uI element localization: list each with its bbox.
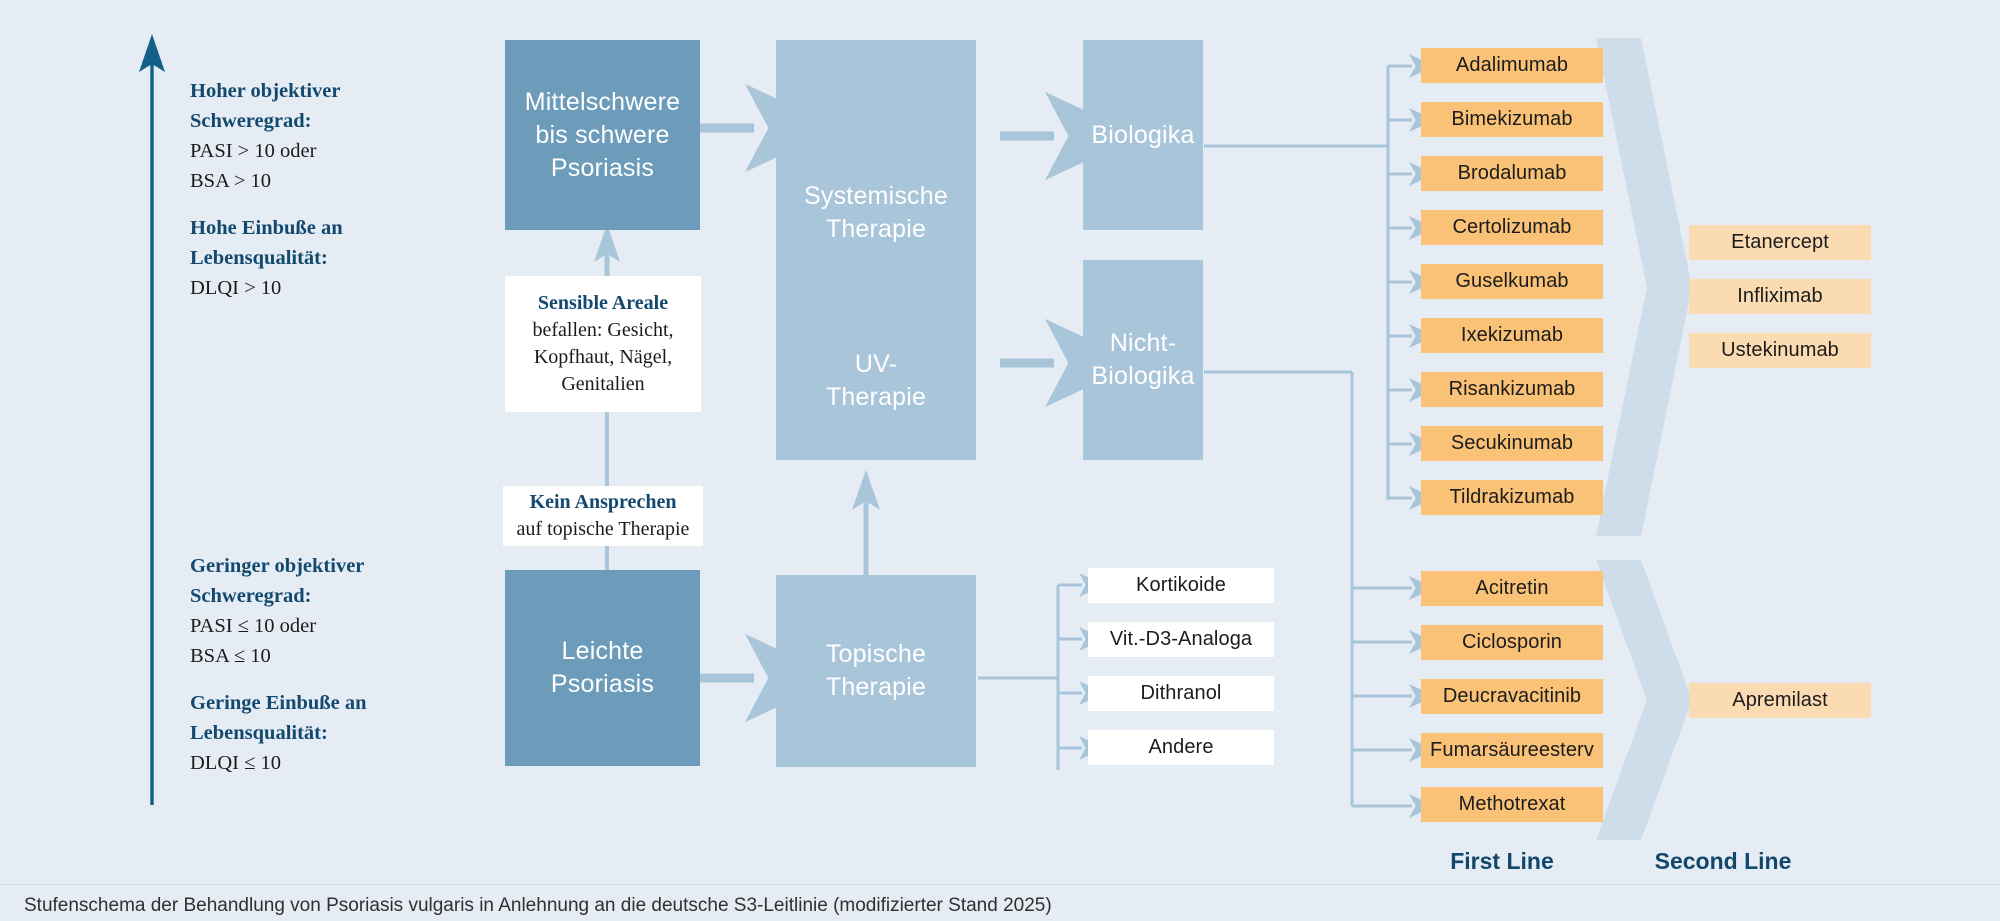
chip-biologic-first-line[interactable]: Bimekizumab (1421, 102, 1603, 137)
bigarrow-biologics-to-second-line (1596, 38, 1692, 536)
footer-divider (0, 884, 2000, 885)
sensitive-areas-line1: befallen: Gesicht, (532, 318, 674, 341)
severity-axis-arrow (139, 34, 165, 805)
fanout-topical (978, 573, 1105, 770)
note-sensitive-areas: Sensible Areale befallen: Gesicht, Kopfh… (505, 276, 701, 412)
chip-nonbiologic-first-line[interactable]: Ciclosporin (1421, 625, 1603, 660)
note-no-response: Kein Ansprechen auf topische Therapie (503, 486, 703, 546)
chip-nonbiologic-first-line[interactable]: Acitretin (1421, 571, 1603, 606)
nonbiologics-line1: Nicht- (1109, 329, 1177, 357)
stage-box-mild-psoriasis[interactable]: Leichte Psoriasis (505, 570, 700, 766)
chip-biologic-first-line[interactable]: Ixekizumab (1421, 318, 1603, 353)
axis-low-dlqi: DLQI ≤ 10 (190, 751, 281, 774)
figure-caption: Stufenschema der Behandlung von Psoriasi… (24, 895, 1052, 916)
axis-text-low-severity: Geringer objektiver Schweregrad: PASI ≤ … (190, 551, 367, 778)
stage-box-systemic-uv-therapy[interactable]: Systemische Therapie UV- Therapie (776, 40, 976, 460)
chip-biologic-first-line[interactable]: Secukinumab (1421, 426, 1603, 461)
stage-box-nonbiologics[interactable]: Nicht- Biologika (1083, 260, 1203, 460)
axis-low-heading-line1: Geringer objektiver (190, 555, 365, 577)
axis-high-qol-heading-line2: Lebensqualität: (190, 246, 328, 269)
sensitive-areas-heading: Sensible Areale (537, 291, 669, 314)
arrow-topical-to-uv (852, 470, 880, 575)
systemic-therapy-label: Systemische Therapie (776, 180, 976, 246)
systemic-line2: Therapie (825, 215, 927, 243)
chip-nonbiologic-first-line[interactable]: Methotrexat (1421, 787, 1603, 822)
axis-high-heading-line2: Schweregrad: (190, 110, 312, 133)
chip-nonbiologic-first-line[interactable]: Fumarsäureesterv (1421, 733, 1603, 768)
axis-low-qol-heading-line1: Geringe Einbuße an (190, 691, 367, 714)
axis-high-heading-line1: Hoher objektiver (190, 80, 341, 102)
axis-low-qol-heading-line2: Lebensqualität: (190, 721, 328, 744)
axis-high-bsa: BSA > 10 (190, 170, 272, 193)
axis-low-pasi: PASI ≤ 10 oder (190, 615, 317, 638)
axis-high-pasi: PASI > 10 oder (190, 140, 317, 163)
chip-topical-option[interactable]: Vit.-D3-Analoga (1088, 622, 1274, 657)
no-response-heading: Kein Ansprechen (529, 490, 677, 513)
severe-line2: bis schwere (535, 120, 670, 149)
chip-biologic-first-line[interactable]: Certolizumab (1421, 210, 1603, 245)
chip-nonbiologic-second-line[interactable]: Apremilast (1689, 683, 1871, 718)
mild-line1: Leichte (561, 637, 644, 665)
chip-biologic-first-line[interactable]: Brodalumab (1421, 156, 1603, 191)
stage-box-severe-psoriasis[interactable]: Mittelschwere bis schwere Psoriasis (505, 40, 700, 230)
chip-biologic-first-line[interactable]: Risankizumab (1421, 372, 1603, 407)
chip-biologic-second-line[interactable]: Etanercept (1689, 225, 1871, 260)
severe-line1: Mittelschwere (524, 87, 681, 116)
chip-biologic-first-line[interactable]: Guselkumab (1421, 264, 1603, 299)
uv-line2: Therapie (825, 383, 927, 411)
axis-low-bsa: BSA ≤ 10 (190, 645, 271, 668)
chip-biologic-first-line[interactable]: Adalimumab (1421, 48, 1603, 83)
fanout-biologics (1204, 54, 1435, 510)
axis-low-heading-line2: Schweregrad: (190, 585, 312, 608)
sensitive-areas-line2: Kopfhaut, Nägel, (533, 346, 673, 368)
sensitive-areas-line3: Genitalien (561, 373, 645, 396)
chip-biologic-second-line[interactable]: Ustekinumab (1689, 333, 1871, 368)
no-response-line1: auf topische Therapie (516, 518, 690, 540)
severe-line3: Psoriasis (550, 153, 655, 182)
chip-biologic-first-line[interactable]: Tildrakizumab (1421, 480, 1603, 515)
uv-therapy-label: UV- Therapie (776, 348, 976, 414)
axis-text-high-severity: Hoher objektiver Schweregrad: PASI > 10 … (190, 76, 343, 303)
mild-line2: Psoriasis (550, 670, 655, 698)
stage-box-topical-therapy[interactable]: Topische Therapie (776, 575, 976, 767)
nonbiologics-line2: Biologika (1091, 362, 1195, 390)
topical-line2: Therapie (825, 673, 927, 701)
chip-topical-option[interactable]: Andere (1088, 730, 1274, 765)
stage-box-biologics[interactable]: Biologika (1083, 40, 1203, 230)
chip-topical-option[interactable]: Kortikoide (1088, 568, 1274, 603)
topical-line1: Topische (825, 640, 927, 668)
axis-high-qol-heading-line1: Hohe Einbuße an (190, 216, 343, 239)
uv-line1: UV- (854, 350, 898, 378)
biologics-label: Biologika (1091, 120, 1195, 149)
chip-biologic-second-line[interactable]: Infliximab (1689, 279, 1871, 314)
chip-topical-option[interactable]: Dithranol (1088, 676, 1274, 711)
systemic-line1: Systemische (804, 182, 948, 210)
chip-nonbiologic-first-line[interactable]: Deucravacitinib (1421, 679, 1603, 714)
bigarrow-nonbiologics-to-second-line (1596, 560, 1692, 840)
column-label-first-line: First Line (1450, 848, 1554, 874)
column-label-second-line: Second Line (1654, 848, 1792, 874)
axis-high-dlqi: DLQI > 10 (190, 276, 282, 299)
